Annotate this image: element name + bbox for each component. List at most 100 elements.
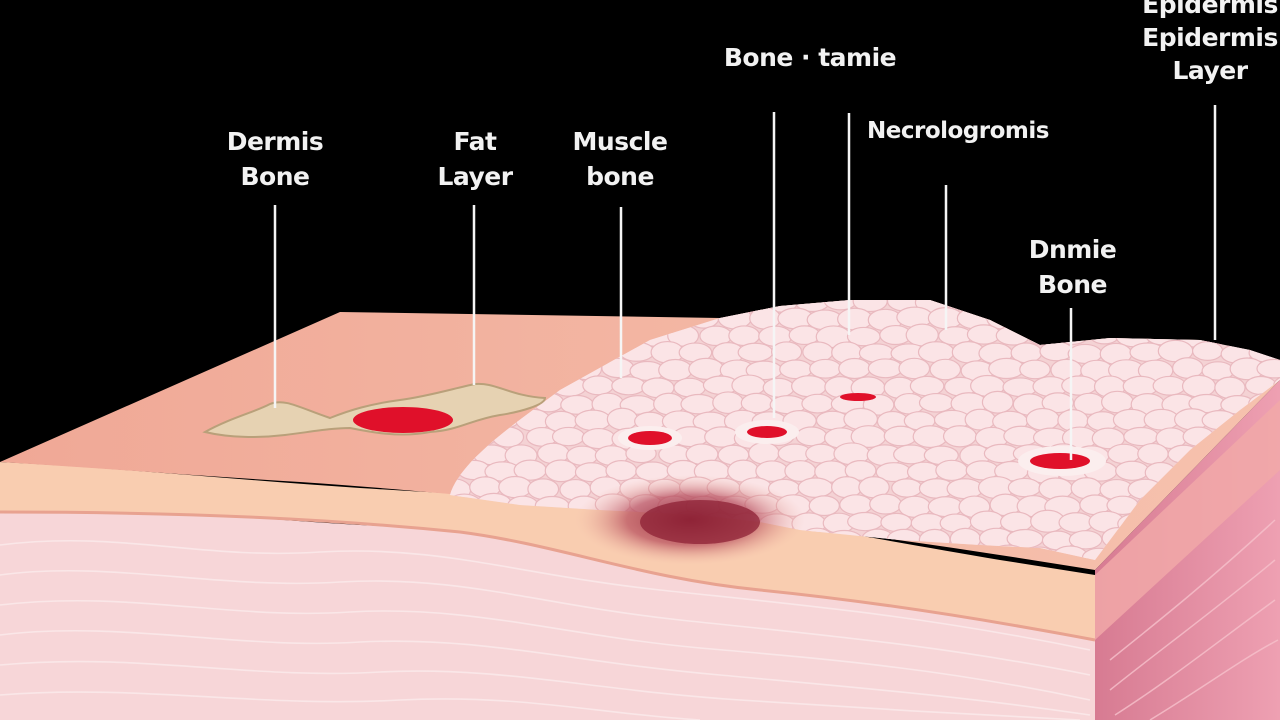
epidermal-cell: [1266, 323, 1280, 346]
epidermal-cell: [740, 392, 774, 414]
epidermal-cell: [582, 375, 615, 396]
epidermal-cell: [823, 300, 858, 311]
epidermal-cell: [883, 425, 918, 447]
label-line: Epidermis: [1142, 23, 1278, 52]
epidermal-cell: [966, 324, 1001, 345]
epidermal-cell: [1238, 323, 1272, 347]
epidermal-cell: [1154, 300, 1190, 314]
epidermal-cell: [1025, 407, 1060, 431]
wound-spot: [628, 431, 672, 445]
epidermal-cell: [1256, 358, 1280, 379]
epidermal-cell: [805, 443, 838, 464]
label-line: Fat: [453, 127, 497, 156]
epidermal-cell: [797, 477, 834, 498]
epidermal-cell: [612, 300, 649, 312]
epidermal-cell: [1182, 300, 1219, 313]
epidermal-cell: [606, 407, 639, 431]
label-line: Layer: [1172, 56, 1248, 85]
epidermal-cell: [912, 425, 949, 449]
epidermal-cell: [839, 494, 873, 516]
label-dermis-bone: Dermis Bone: [205, 124, 345, 194]
label-fat-layer: Fat Layer: [410, 124, 540, 194]
epidermal-cell: [981, 390, 1014, 414]
epidermal-cell: [838, 357, 872, 380]
label-line: Bone: [1038, 270, 1107, 299]
wound-spot: [1030, 453, 1090, 469]
epidermal-cell: [1136, 309, 1172, 331]
epidermal-cell: [972, 300, 1010, 314]
epidermal-cell: [495, 300, 529, 313]
epidermal-cell: [728, 325, 761, 347]
epidermal-cell: [770, 341, 803, 363]
epidermal-cell: [801, 393, 835, 414]
label-line: Bone · tamie: [723, 43, 897, 72]
label-bone-tissue: Bone · tamie: [710, 40, 910, 75]
deep-tissue-layer: [0, 508, 1095, 720]
epidermal-cell: [1200, 308, 1233, 329]
epidermal-cell: [1191, 341, 1224, 361]
epidermal-cell: [837, 307, 873, 331]
epidermal-cell: [809, 358, 842, 379]
label-line: Bone: [240, 162, 310, 191]
side-face-band: [1095, 400, 1280, 640]
epidermal-cell: [731, 374, 767, 397]
label-dermis-bone-right: Dnmie Bone: [1005, 232, 1140, 302]
epidermal-cell: [942, 425, 977, 448]
label-line: Muscle: [572, 127, 668, 156]
epidermal-cell: [1169, 307, 1203, 328]
epidermal-cell: [791, 375, 828, 398]
epidermal-cell: [525, 300, 560, 311]
epidermal-cell: [1000, 511, 1034, 533]
epidermal-cell: [1123, 426, 1159, 447]
label-line: Necrologromis: [867, 118, 1049, 144]
epidermal-cell: [909, 375, 945, 397]
epidermal-cell: [847, 511, 884, 532]
epidermal-cell: [1274, 300, 1280, 310]
epidermal-cell: [893, 444, 930, 465]
wound-left: [353, 407, 453, 433]
epidermal-cell: [1107, 307, 1141, 331]
label-line: Epidermis: [1142, 0, 1278, 19]
epidermal-cell: [1228, 307, 1262, 329]
label-epidermis-layer: Epidermis Epidermis Layer: [1140, 0, 1280, 87]
epidermal-cell: [802, 341, 834, 363]
epidermal-cell: [1018, 307, 1054, 328]
label-line: Layer: [437, 162, 513, 191]
epidermal-cell: [465, 300, 498, 313]
epidermal-cell: [1019, 359, 1051, 380]
label-line: Dnmie: [1028, 235, 1117, 264]
epidermal-cell: [644, 300, 680, 312]
epidermal-cell: [1081, 308, 1113, 329]
epidermal-cell: [582, 300, 620, 312]
epidermal-cell: [544, 459, 578, 483]
epidermal-cell: [673, 300, 708, 314]
epidermal-cell: [762, 377, 795, 398]
epidermal-cell: [1181, 374, 1216, 398]
epidermal-cell: [795, 426, 828, 447]
epidermal-cell: [929, 358, 962, 381]
epidermal-cell: [808, 495, 840, 517]
epidermal-cell: [869, 493, 902, 515]
label-necrosis: Necrologromis: [858, 114, 1058, 149]
epidermal-cell: [1143, 408, 1180, 431]
epidermal-cell: [898, 357, 931, 380]
epidermal-cell: [867, 358, 904, 379]
epidermal-cell: [574, 409, 612, 432]
leader-lines: [273, 105, 1217, 460]
epidermal-cell: [737, 342, 774, 363]
epidermal-cell: [891, 478, 923, 498]
epidermal-cell: [735, 300, 768, 313]
epidermal-cell: [880, 512, 913, 533]
epidermal-cell: [450, 300, 468, 312]
epidermal-cell: [1152, 375, 1187, 396]
epidermal-cell: [1027, 326, 1062, 346]
tissue-fiber-lines: [0, 539, 1091, 720]
epidermal-cell: [555, 300, 590, 312]
epidermal-cell: [1115, 460, 1150, 481]
bruise-core: [640, 500, 760, 544]
epidermal-cell: [1088, 324, 1121, 345]
epidermal-cell: [918, 392, 955, 413]
epidermal-cell: [706, 300, 739, 313]
epidermal-cell: [658, 358, 693, 382]
epidermal-cell: [704, 426, 740, 448]
